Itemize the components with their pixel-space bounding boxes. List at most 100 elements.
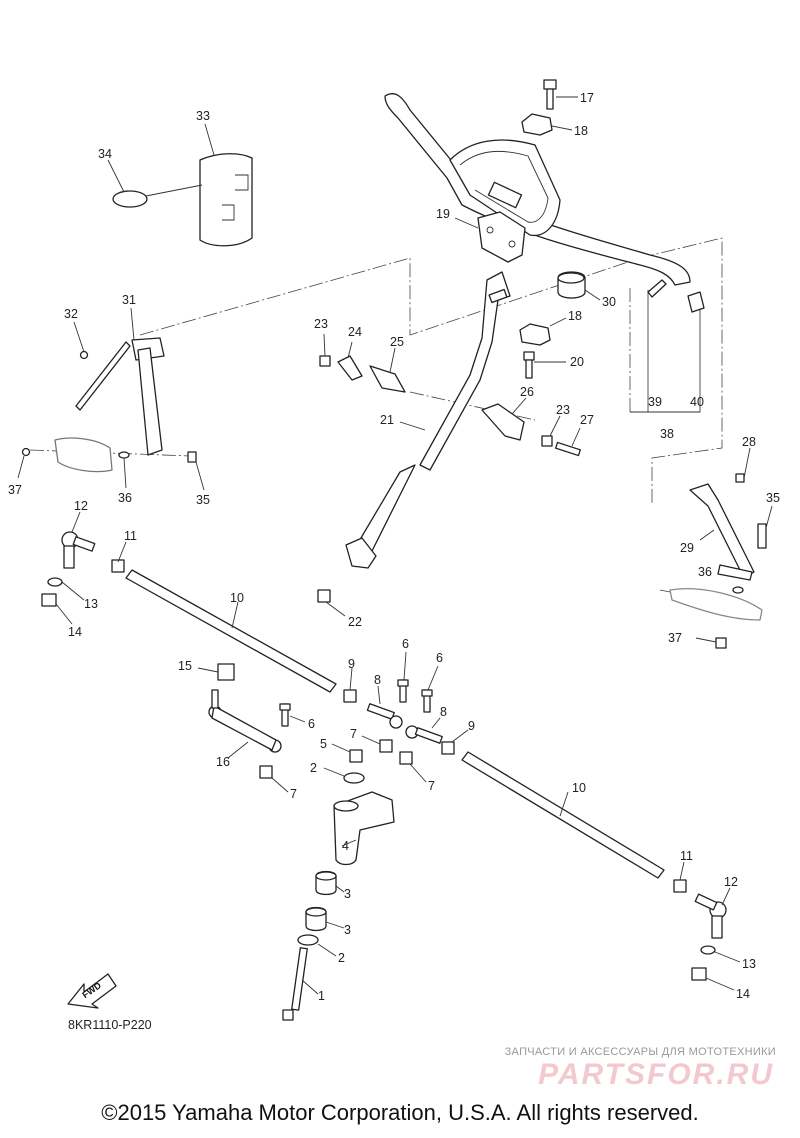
callout-17: 17 [580,91,594,105]
bolt-6-center-left [397,651,409,703]
callout-18: 18 [574,124,588,138]
clamp-18-lower [519,317,567,346]
callout-38: 38 [660,427,674,441]
callout-12: 12 [724,875,738,889]
callout-6: 6 [402,637,409,651]
bushing-30 [557,271,601,301]
callout-10: 10 [572,781,586,795]
bolt-20 [523,351,566,379]
callout-21: 21 [380,413,394,427]
callout-39: 39 [648,395,662,409]
watermark-logo: PARTSFOR.RU [538,1058,774,1091]
callout-16: 16 [216,755,230,769]
callout-20: 20 [570,355,584,369]
callout-25: 25 [390,335,404,349]
tie-rod-end-12-left [61,511,96,569]
bolt-32 [73,321,89,360]
link-rod-16 [208,689,282,759]
callout-7: 7 [290,787,297,801]
nut-23-lower [541,415,561,447]
bracket-37-left [17,437,113,479]
callout-14: 14 [736,987,750,1001]
washer-36-right [669,586,763,621]
nut-11-right [673,861,687,893]
nut-7-center-right [399,751,427,783]
lever-24 [337,341,363,381]
callout-11: 11 [680,849,693,863]
callout-29: 29 [680,541,694,555]
watermark-caption: ЗАПЧАСТИ И АКСЕССУАРЫ ДЛЯ МОТОТЕХНИКИ [504,1046,776,1058]
callout-9: 9 [468,719,475,733]
callout-7: 7 [428,779,435,793]
callout-36: 36 [698,565,712,579]
bolt-6-left [279,703,306,727]
bolt-35-left [187,451,205,491]
callout-23: 23 [556,403,570,417]
clamp-18-upper [521,113,573,136]
callout-24: 24 [348,325,362,339]
callout-8: 8 [374,673,381,687]
callout-2: 2 [338,951,345,965]
steering-column-21 [345,271,511,569]
clamp-25 [369,347,406,393]
nut-23-upper [319,333,331,367]
handlebar [384,93,691,286]
nut-15 [197,663,235,681]
diagram-code: 8KR1110-P220 [68,1018,152,1032]
snap-ring-34 [107,159,203,208]
callout-6: 6 [436,651,443,665]
callout-19: 19 [436,207,450,221]
callout-1: 1 [318,989,325,1003]
callout-labels: 1 2 2 3 3 4 5 6 6 6 7 7 7 8 8 9 9 10 10 … [8,91,780,1003]
callout-11: 11 [124,529,137,543]
tie-rod-10-left [125,569,337,693]
boot-cover-33 [199,123,253,247]
callout-31: 31 [122,293,136,307]
tilt-link-31 [75,307,165,456]
nut-9-right [441,729,469,755]
bolt-1 [282,947,319,1021]
callout-3: 3 [344,887,351,901]
washer-13-left [47,577,85,601]
callout-22: 22 [348,615,362,629]
callout-32: 32 [64,307,78,321]
callout-34: 34 [98,147,112,161]
callout-15: 15 [178,659,192,673]
washer-2-lower [297,934,337,957]
tilt-lever-26 [481,397,527,441]
callout-40: 40 [690,395,704,409]
callout-13: 13 [84,597,98,611]
bolt-17 [543,79,578,110]
nut-37-right [695,637,727,649]
clip-40 [687,291,705,313]
callout-13: 13 [742,957,756,971]
bolt-6-center-right [421,665,439,713]
bolt-35-right [757,505,773,549]
callout-27: 27 [580,413,594,427]
callout-3: 3 [344,923,351,937]
nut-22 [317,589,346,617]
callout-35: 35 [766,491,780,505]
tie-rod-end-12-right [694,887,731,939]
bushing-3-lower [305,906,345,932]
callout-33: 33 [196,109,210,123]
nut-7-left [259,765,289,793]
callout-36: 36 [118,491,132,505]
tie-rod-10-right [461,751,665,879]
nut-9-left [343,667,357,703]
nut-5 [331,743,363,763]
fwd-arrow-icon: FWD [67,973,117,1009]
copyright-notice: ©2015 Yamaha Motor Corporation, U.S.A. A… [101,1100,699,1125]
callout-26: 26 [520,385,534,399]
nut-7-center-left [361,735,393,753]
cotter-pin-39 [647,279,667,298]
callout-37: 37 [8,483,22,497]
screw-28 [735,447,751,483]
callout-30: 30 [602,295,616,309]
tie-rod-bolt-8-left [366,685,403,729]
callout-7: 7 [350,727,357,741]
callout-6: 6 [308,717,315,731]
washer-36-left [118,451,130,489]
callout-10: 10 [230,591,244,605]
callout-35: 35 [196,493,210,507]
